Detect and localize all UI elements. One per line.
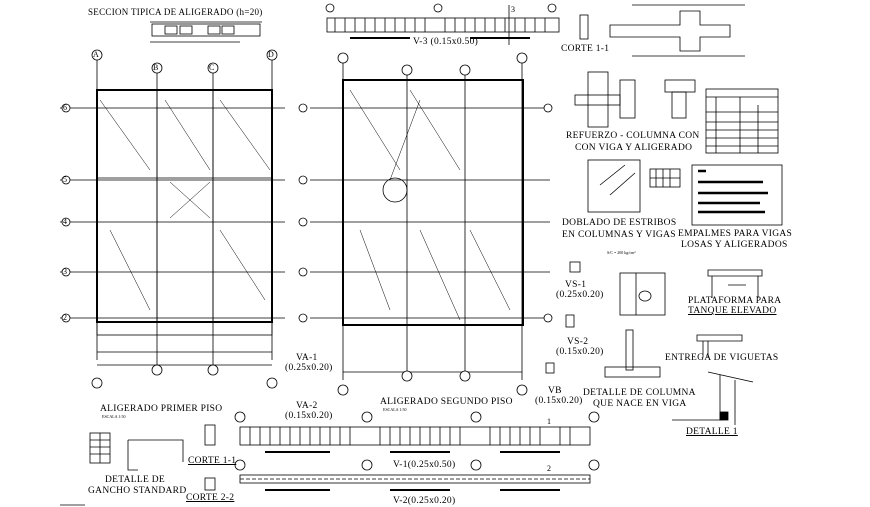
second-floor-plan xyxy=(310,60,550,380)
gancho-title-1: DETALLE DE xyxy=(105,475,166,485)
axis-d-label: D xyxy=(268,50,275,59)
empalmes-title-1: EMPALMES PARA VIGAS xyxy=(678,229,793,239)
detalle-columna-title-2: QUE NACE EN VIGA xyxy=(593,399,687,409)
beam-vs1-dim: (0.25x0.20) xyxy=(556,290,604,300)
axis-5-label: 5 xyxy=(63,175,68,184)
plataforma-title-2: TANQUE ELEVADO xyxy=(688,306,777,316)
aligerado-segundo-title: ALIGERADO SEGUNDO PISO xyxy=(380,397,513,407)
aligerado-segundo-scale: ESCALA 1:50 xyxy=(383,407,407,412)
entrega-title: ENTREGA DE VIGUETAS xyxy=(665,353,779,363)
section-mark-1: 1 xyxy=(547,417,552,426)
beam-v2-elevation xyxy=(239,474,591,491)
detalle-1-title: DETALLE 1 xyxy=(686,427,738,437)
beam-va1-dim: (0.25x0.20) xyxy=(285,363,333,373)
schedule-table xyxy=(705,88,779,154)
corte-1-1-top-title: CORTE 1-1 xyxy=(561,44,610,54)
axis-2-label: 2 xyxy=(63,313,68,322)
refuerzo-title-1: REFUERZO - COLUMNA CON xyxy=(566,131,700,141)
section-mark-2: 2 xyxy=(547,464,552,473)
gancho-title-2: GANCHO STANDARD xyxy=(88,486,187,496)
refuerzo-title-2: CON VIGA Y ALIGERADO xyxy=(575,143,693,153)
seccion-tipica-title: SECCION TIPICA DE ALIGERADO (h=20) xyxy=(88,7,263,17)
beam-v2-label: V-2(0.25x0.20) xyxy=(393,496,456,506)
beam-v1-label: V-1(0.25x0.50) xyxy=(393,460,456,470)
aligerado-primer-scale: ESCALA 1:50 xyxy=(102,414,126,419)
empalmes-notes-box xyxy=(691,164,783,226)
aligerado-primer-title: ALIGERADO PRIMER PISO xyxy=(100,404,223,414)
beam-v3-elevation xyxy=(326,5,560,45)
beam-vs2-label: VS-2 xyxy=(567,337,589,347)
section-mark-3: 3 xyxy=(511,5,516,14)
first-floor-plan xyxy=(60,60,285,372)
seccion-tipica-detail xyxy=(150,21,262,43)
axis-b-label: B xyxy=(153,63,159,72)
beam-v3-label: V-3 (0.15x0.50) xyxy=(413,37,479,47)
empalmes-title-2: LOSAS Y ALIGERADOS xyxy=(681,240,788,250)
axis-3-label: 3 xyxy=(63,267,68,276)
beam-va2-label: VA-2 xyxy=(296,401,318,411)
detalle-columna-title-1: DETALLE DE COLUMNA xyxy=(583,388,696,398)
beam-vb-label: VB xyxy=(548,386,562,396)
axis-6-label: 6 xyxy=(63,103,68,112)
doblado-title-1: DOBLADO DE ESTRIBOS xyxy=(562,218,677,228)
beam-v1-elevation xyxy=(239,426,591,453)
beam-vs1-label: VS-1 xyxy=(565,280,587,290)
corte-1-1-title: CORTE 1-1 xyxy=(188,456,237,466)
beam-vb-dim: (0.15x0.20) xyxy=(535,396,583,406)
corte-2-2-title: CORTE 2-2 xyxy=(186,493,235,503)
beam-va2-dim: (0.15x0.20) xyxy=(285,411,333,421)
plataforma-title-1: PLATAFORMA PARA xyxy=(688,296,782,306)
axis-4-label: 4 xyxy=(63,217,68,226)
beam-va1-label: VA-1 xyxy=(296,353,318,363)
doblado-title-2: EN COLUMNAS Y VIGAS xyxy=(562,230,676,240)
axis-c-label: C xyxy=(209,63,215,72)
sc-note: S/C = 200 kg/cm² xyxy=(607,250,636,255)
beam-vs2-dim: (0.15x0.20) xyxy=(556,347,604,357)
axis-a-label: A xyxy=(93,50,100,59)
